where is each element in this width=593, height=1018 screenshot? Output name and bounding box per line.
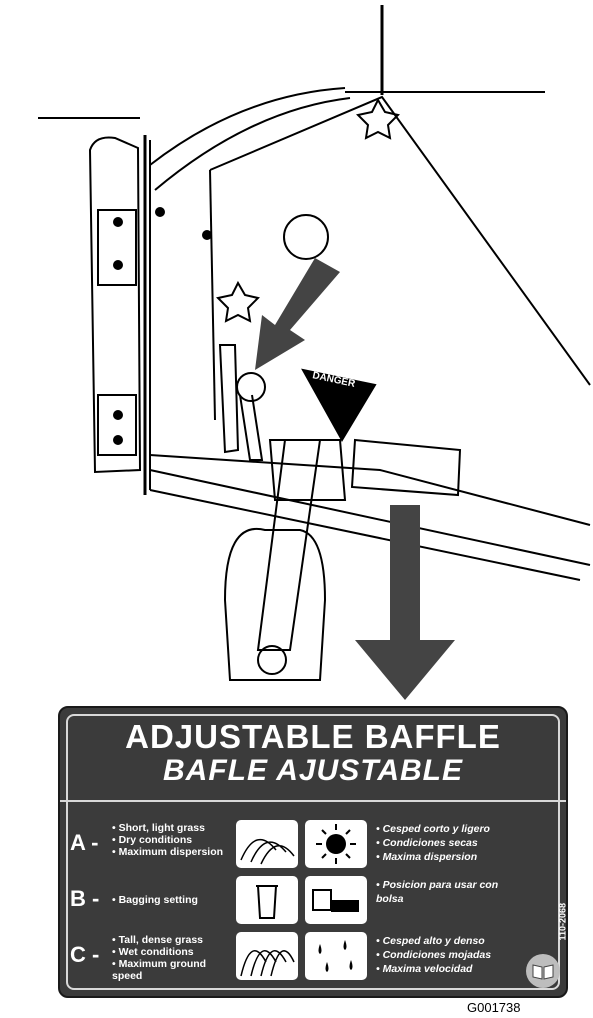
row-letter: C -	[70, 942, 100, 967]
row-letter: A -	[70, 830, 99, 855]
row-es-item: Maxima velocidad	[376, 962, 511, 976]
tall-grass-icon	[236, 932, 298, 980]
mower-deck-drawing: DANGER	[38, 5, 591, 700]
figure-id: G001738	[467, 1000, 521, 1015]
row-es-item: Posicion para usar con bolsa	[376, 878, 511, 906]
rain-drops-icon	[305, 932, 367, 980]
decal-divider	[60, 800, 566, 802]
row-en-item: Bagging setting	[112, 894, 232, 906]
decal-title-es: BAFLE AJUSTABLE	[163, 754, 463, 787]
short-grass-icon	[236, 820, 298, 868]
adjustable-baffle-decal: ADJUSTABLE BAFFLE BAFLE AJUSTABLE A - Sh…	[58, 706, 568, 998]
bagging-mower-icon	[305, 876, 367, 924]
knob-arrow-icon	[255, 258, 340, 370]
trash-bin-icon	[236, 876, 298, 924]
row-b: B - Bagging setting Posicion para usar c…	[60, 876, 566, 931]
row-es-list: Posicion para usar con bolsa	[376, 878, 511, 906]
row-en-list: Tall, dense grass Wet conditions Maximum…	[112, 934, 232, 982]
sun-icon	[305, 820, 367, 868]
row-a: A - Short, light grass Dry conditions Ma…	[60, 820, 566, 875]
row-en-item: Tall, dense grass	[112, 934, 232, 946]
row-en-item: Dry conditions	[112, 834, 232, 846]
row-en-list: Bagging setting	[112, 894, 232, 906]
decal-border	[66, 714, 560, 990]
row-es-item: Maxima dispersion	[376, 850, 511, 864]
row-es-item: Condiciones secas	[376, 836, 511, 850]
row-es-item: Cesped alto y denso	[376, 934, 511, 948]
row-es-list: Cesped corto y ligero Condiciones secas …	[376, 822, 511, 864]
row-letter: B -	[70, 886, 100, 911]
row-c: C - Tall, dense grass Wet conditions Max…	[60, 932, 566, 987]
part-code: 110-2068	[558, 903, 568, 941]
row-en-item: Maximum ground speed	[112, 958, 232, 982]
row-es-item: Condiciones mojadas	[376, 948, 511, 962]
decal-title-en: ADJUSTABLE BAFFLE	[125, 718, 501, 755]
row-en-list: Short, light grass Dry conditions Maximu…	[112, 822, 232, 858]
book-icon	[526, 954, 560, 988]
row-es-item: Cesped corto y ligero	[376, 822, 511, 836]
row-en-item: Wet conditions	[112, 946, 232, 958]
down-arrow-icon	[355, 505, 455, 700]
row-es-list: Cesped alto y denso Condiciones mojadas …	[376, 934, 511, 976]
row-en-item: Short, light grass	[112, 822, 232, 834]
row-en-item: Maximum dispersion	[112, 846, 232, 858]
